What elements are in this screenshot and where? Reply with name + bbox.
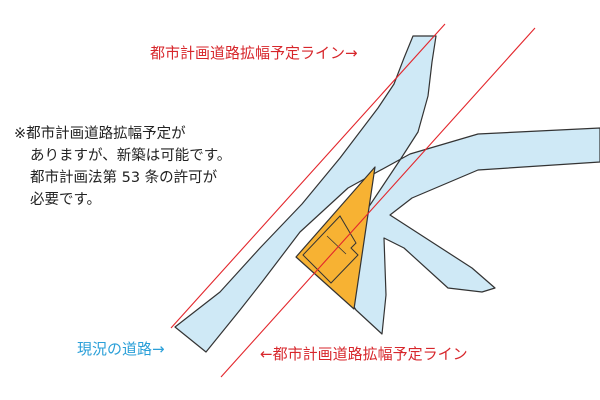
note-line-2: ありますが、新築は可能です。 (30, 148, 232, 164)
current-road-label: 現況の道路→ (77, 340, 165, 358)
planned-line-top-label: 都市計画道路拡幅予定ライン→ (150, 44, 358, 62)
building-inner-line (326, 235, 347, 255)
planned-line-top (170, 23, 446, 329)
planned-line-bottom-label: ←都市計画道路拡幅予定ライン (260, 345, 468, 363)
existing-road (174, 35, 600, 353)
note-line-4: 必要です。 (30, 192, 102, 208)
note-line-3: 都市計画法第 53 条の許可が (30, 170, 218, 186)
planned-line-bottom (220, 27, 536, 378)
note-text: ※都市計画道路拡幅予定が ありますが、新築は可能です。 都市計画法第 53 条の… (14, 123, 231, 211)
building-footprint (302, 215, 359, 284)
property-parcel (295, 166, 376, 310)
note-line-1: ※都市計画道路拡幅予定が (14, 126, 186, 142)
